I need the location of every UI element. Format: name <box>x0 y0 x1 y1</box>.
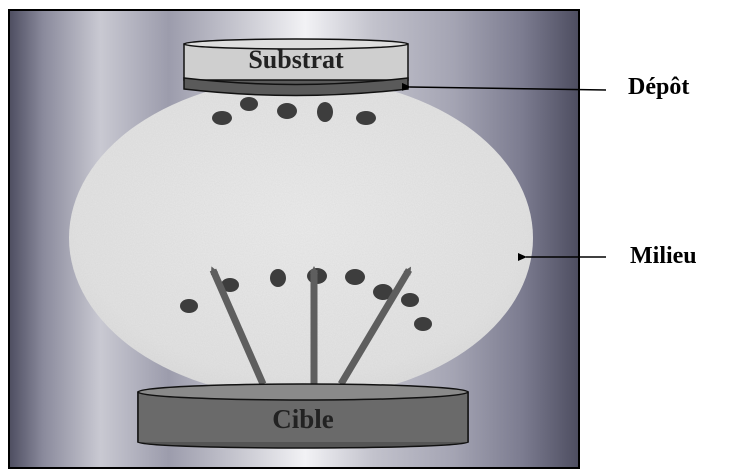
particle <box>345 269 365 285</box>
particle <box>180 299 198 313</box>
substrate-label: Substrat <box>248 45 344 74</box>
deposit-particles <box>212 97 376 125</box>
particle <box>240 97 258 111</box>
deposit-pointer-arrow <box>401 82 607 91</box>
particle <box>277 103 297 119</box>
emission-arrows <box>209 266 413 386</box>
deposit-label: Dépôt <box>628 74 689 100</box>
medium-label: Milieu <box>630 243 697 269</box>
substrate <box>183 38 409 97</box>
particle <box>373 284 393 300</box>
particle <box>270 269 286 287</box>
emission-arrow <box>209 266 267 386</box>
medium-cloud <box>69 78 533 398</box>
particle <box>212 111 232 125</box>
target <box>137 383 469 449</box>
particle <box>401 293 419 307</box>
particle <box>221 278 239 292</box>
particle <box>317 102 333 122</box>
target-label: Cible <box>272 404 334 434</box>
emission-arrow <box>337 266 413 386</box>
particle <box>414 317 432 331</box>
particle <box>356 111 376 125</box>
